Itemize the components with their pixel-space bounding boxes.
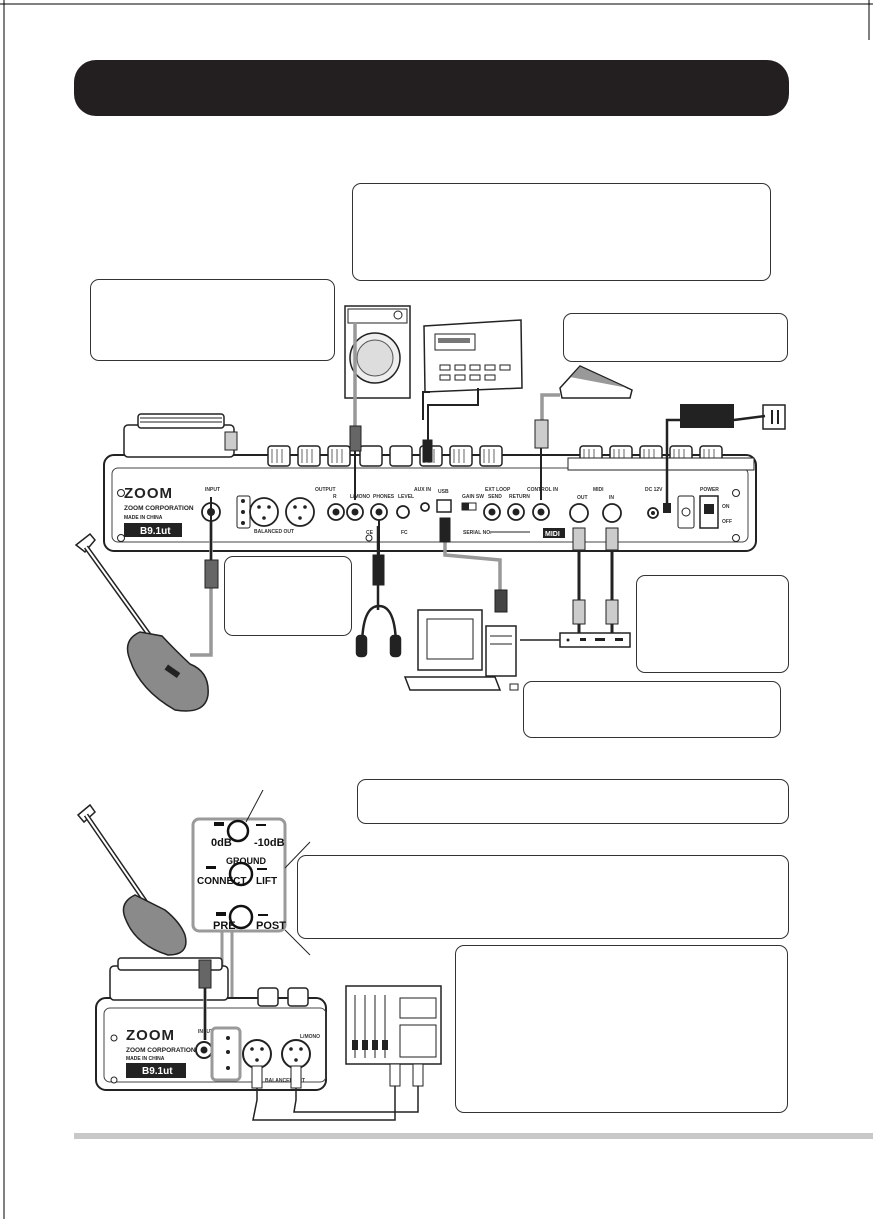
dc-label: DC 12V <box>645 487 663 493</box>
midi-label: MIDI <box>593 487 604 493</box>
power-label: POWER <box>700 487 719 493</box>
aux-in-jack <box>420 502 430 512</box>
ext-loop-label: EXT LOOP <box>485 487 511 493</box>
level-knob <box>396 505 410 519</box>
svg-text:GROUND: GROUND <box>226 856 266 866</box>
xlr-bottom-r <box>242 1039 272 1069</box>
section-title-bar <box>74 60 789 116</box>
bass-guitar-top <box>74 532 209 712</box>
company-name: ZOOM CORPORATION <box>124 505 194 512</box>
input-label: INPUT <box>205 487 220 493</box>
gain-switch-detail: 0dB -10dB <box>211 819 285 849</box>
svg-text:FC: FC <box>401 530 408 536</box>
bass-guitar-bottom <box>76 803 187 956</box>
model-name-bottom: B9.1ut <box>142 1066 173 1077</box>
gain-sw-label: GAIN SW <box>462 494 484 500</box>
callout-aux-in <box>352 183 771 281</box>
return-label: RETURN <box>509 494 530 500</box>
send-label: SEND <box>488 494 502 500</box>
brand-logo-bottom: ZOOM <box>126 1027 175 1044</box>
power-off-label: OFF <box>722 519 732 525</box>
r-label: R <box>333 494 337 500</box>
out-label-bottom: L/MONO <box>300 1034 320 1040</box>
svg-text:CE: CE <box>366 530 374 536</box>
svg-text:-10dB: -10dB <box>254 837 285 849</box>
xlr-jack-l <box>285 497 315 527</box>
svg-text:CONNECT: CONNECT <box>197 876 246 887</box>
control-in-label: CONTROL IN <box>527 487 558 493</box>
usb-port <box>436 499 452 513</box>
midi-out-port <box>569 503 589 523</box>
xlr-bottom-l <box>281 1039 311 1069</box>
phones-label: PHONES <box>373 494 395 500</box>
lmono-label: L/MONO <box>350 494 370 500</box>
amp-speaker <box>344 305 411 399</box>
svg-text:0dB: 0dB <box>211 837 232 849</box>
footer-rule <box>74 1133 873 1139</box>
ground-switch-detail: GROUND CONNECT LIFT <box>197 856 277 887</box>
model-badge-bottom <box>126 1063 186 1078</box>
expression-pedal-body <box>123 413 238 458</box>
svg-text:PRE: PRE <box>213 920 236 932</box>
ac-adapter <box>663 404 786 513</box>
usb-label: USB <box>438 489 449 495</box>
svg-text:POST: POST <box>256 920 286 932</box>
made-in-bottom: MADE IN CHINA <box>126 1056 165 1062</box>
made-in: MADE IN CHINA <box>124 515 163 521</box>
balanced-label-bottom: BALANCED OUT <box>265 1078 305 1084</box>
expression-pedal <box>559 365 633 399</box>
pre-post-switch-detail: PRE POST <box>213 904 286 932</box>
callout-pre-post <box>455 945 788 1113</box>
callout-usb-computer <box>523 681 781 738</box>
level-label: LEVEL <box>398 494 414 500</box>
model-name: B9.1ut <box>140 526 171 537</box>
callout-control-in <box>563 313 788 362</box>
midi-logo: MIDI <box>545 531 560 538</box>
mixer <box>345 985 442 1065</box>
callout-ground-lift <box>297 855 789 939</box>
midi-in-port <box>602 503 622 523</box>
callout-phones <box>224 556 352 636</box>
svg-text:LIFT: LIFT <box>256 876 277 887</box>
midi-in-label: IN <box>609 495 614 501</box>
callout-output-amp <box>90 279 335 361</box>
midi-out-label: OUT <box>577 495 588 501</box>
power-on-label: ON <box>722 504 730 510</box>
output-label: OUTPUT <box>315 487 336 493</box>
headphones <box>355 604 402 658</box>
callout-balanced-out <box>357 779 789 824</box>
audio-player <box>423 319 523 393</box>
callout-midi <box>636 575 789 673</box>
serial-label: SERIAL NO. <box>463 530 492 536</box>
brand-logo: ZOOM <box>124 485 173 502</box>
computer <box>403 609 560 691</box>
aux-in-label: AUX IN <box>414 487 431 493</box>
balanced-out-label: BALANCED OUT <box>254 529 294 535</box>
company-name-bottom: ZOOM CORPORATION <box>126 1047 196 1054</box>
model-badge <box>124 523 182 537</box>
xlr-jack-r <box>249 497 279 527</box>
